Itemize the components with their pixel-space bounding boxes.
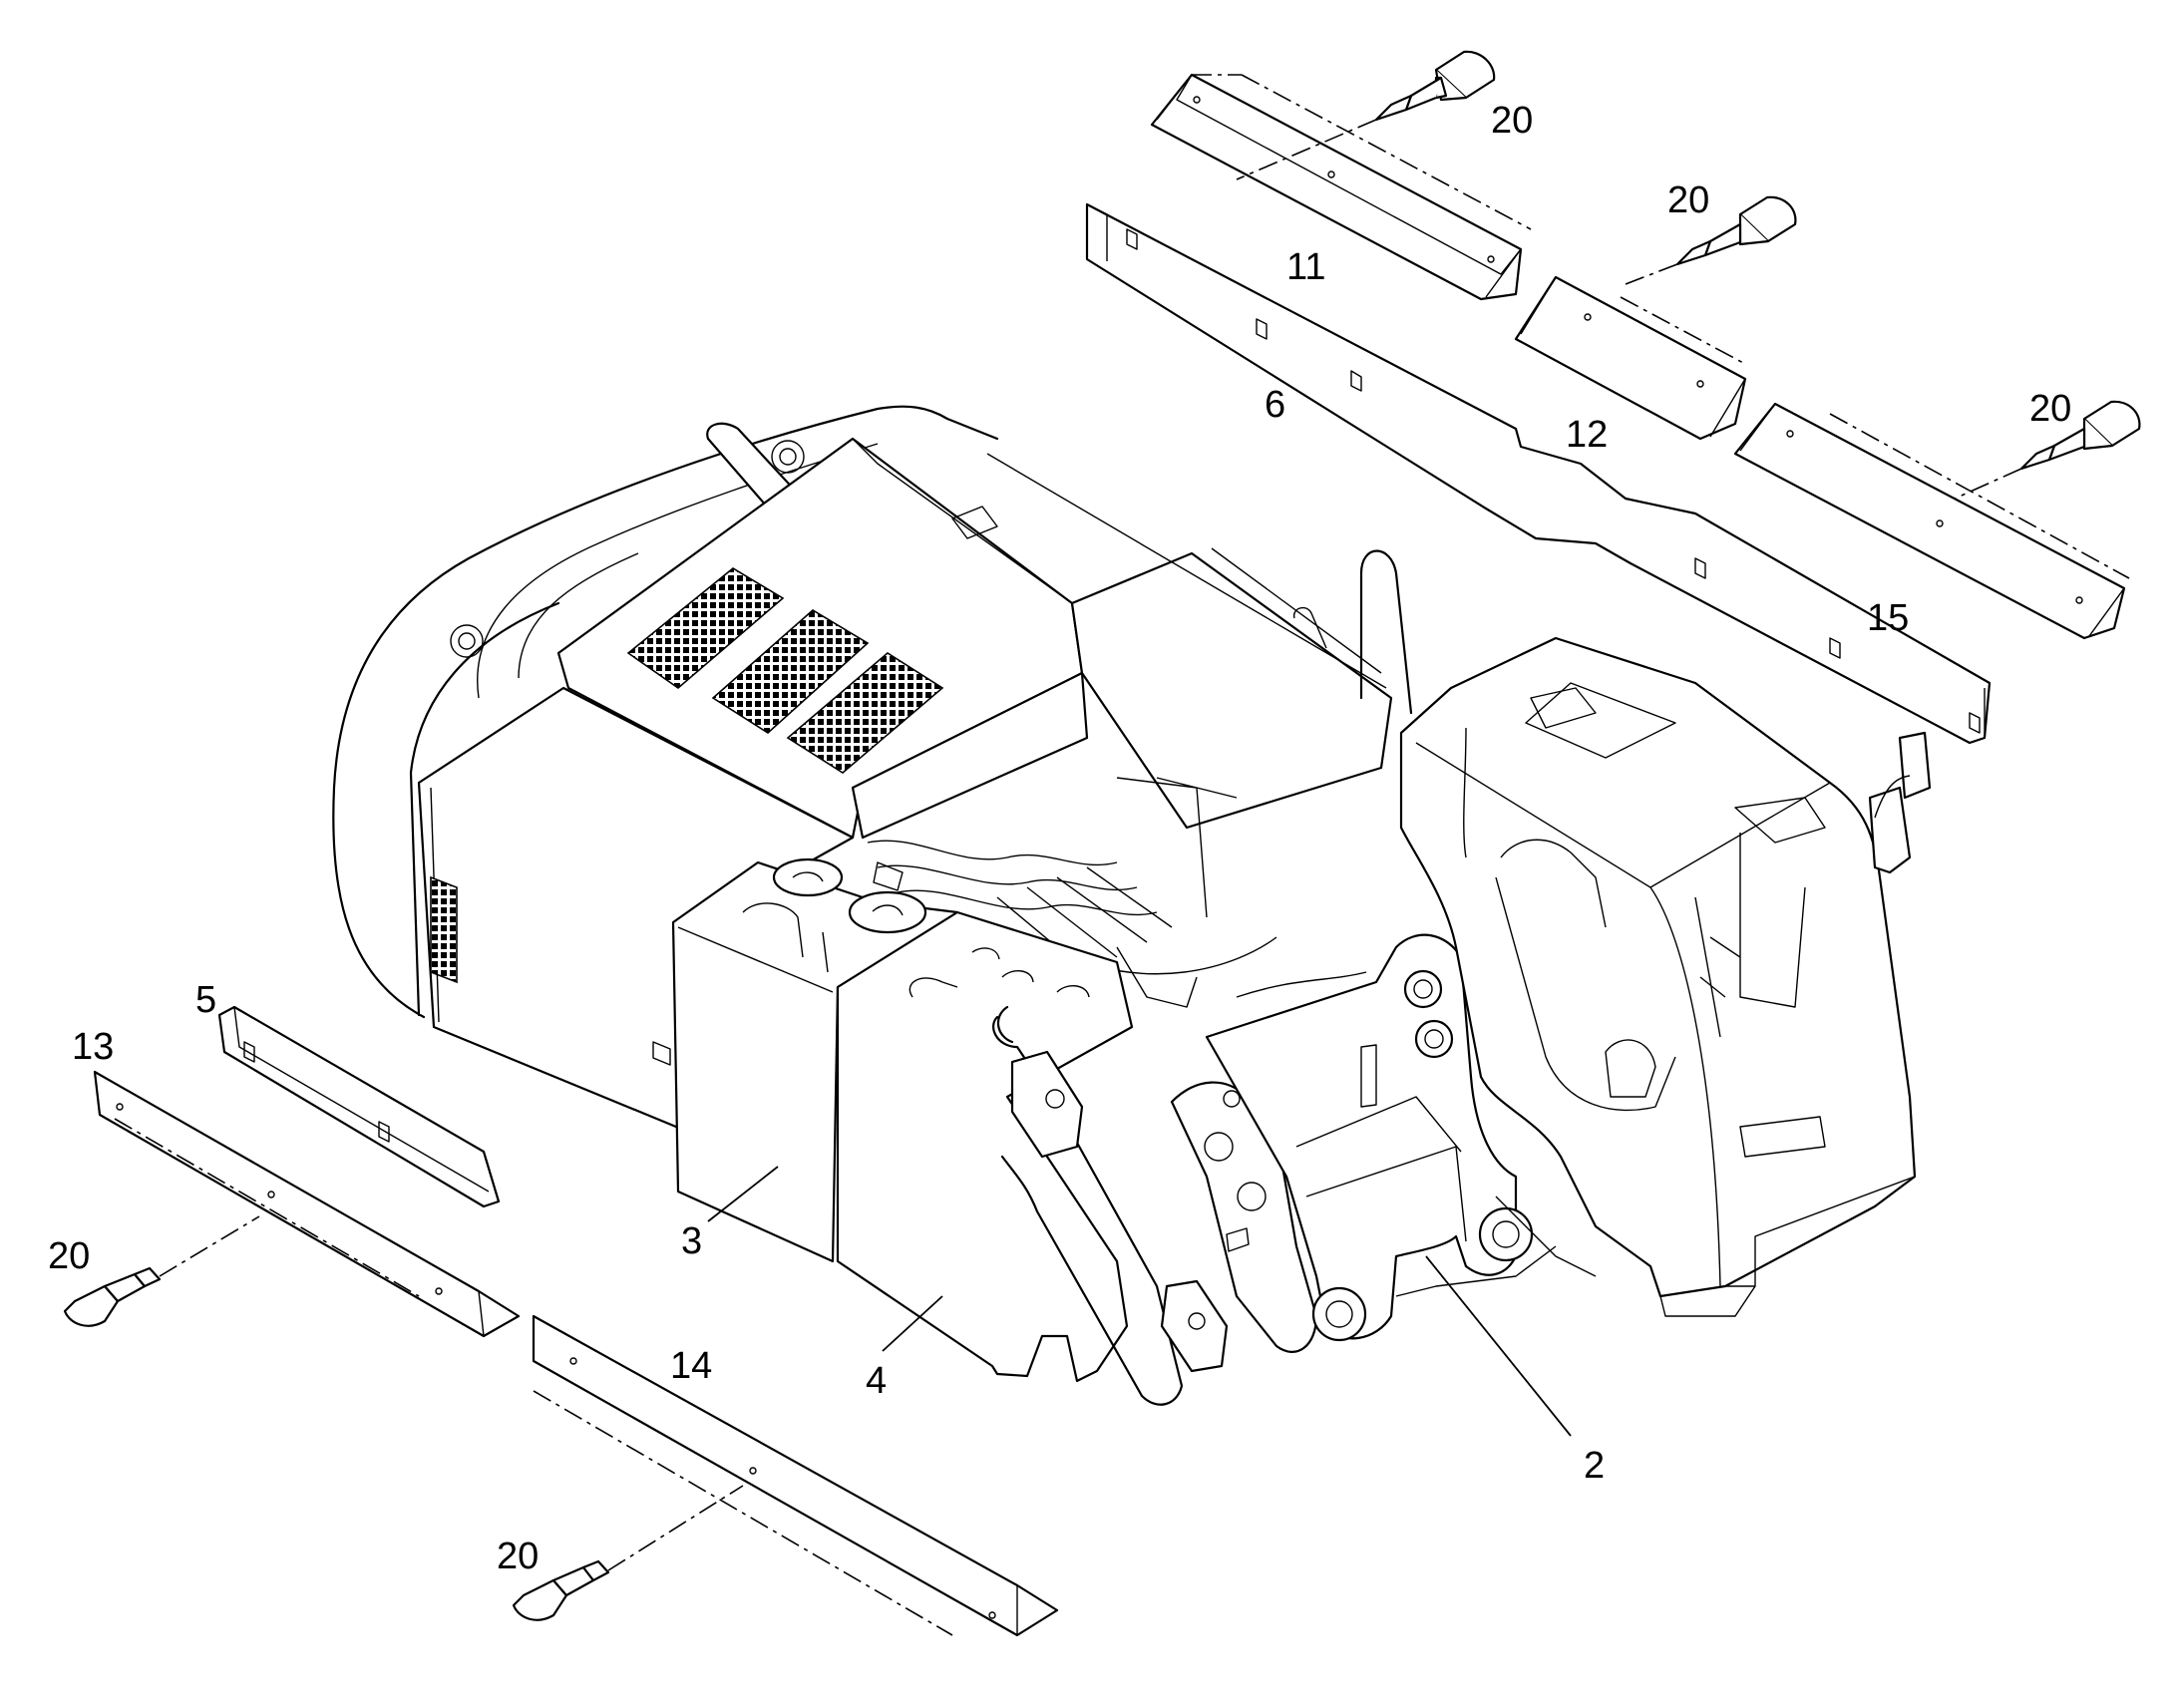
counterweight <box>332 405 999 1019</box>
callout-12: 12 <box>1566 414 1608 456</box>
callout-20: 20 <box>48 1235 90 1277</box>
angle-14 <box>532 1314 1059 1637</box>
bolt-icon <box>1954 400 2141 500</box>
upper-structure <box>332 405 1932 1406</box>
operator-cab <box>1399 636 1917 1298</box>
callout-20: 20 <box>1491 100 1533 142</box>
angle-11 <box>1150 73 1523 301</box>
callout-20: 20 <box>497 1536 539 1577</box>
callout-15: 15 <box>1867 597 1909 639</box>
bolt-icon <box>512 1485 744 1621</box>
grab-handle <box>1359 549 1413 715</box>
hydraulic-tank-4 <box>836 910 1134 1383</box>
handrail <box>992 1005 1184 1406</box>
callout-4: 4 <box>866 1360 887 1402</box>
exhaust-pipe <box>706 422 800 515</box>
boom-foot <box>1170 1081 1318 1353</box>
angle-12 <box>1514 275 1747 441</box>
bolt-icon <box>63 1215 260 1327</box>
callout-3: 3 <box>681 1220 702 1262</box>
callout-20: 20 <box>1667 179 1709 221</box>
bolt-icon <box>1236 50 1496 180</box>
callout-13: 13 <box>72 1026 114 1068</box>
callout-11: 11 <box>1286 246 1325 288</box>
callout-5: 5 <box>195 979 216 1021</box>
callout-6: 6 <box>1265 384 1285 426</box>
bolts-20 <box>63 50 2141 1621</box>
callout-14: 14 <box>670 1345 712 1387</box>
lower-parts <box>93 1005 1059 1637</box>
hydraulic-valves <box>867 777 1238 973</box>
top-parts <box>1085 73 2130 745</box>
bolt-icon <box>1625 195 1797 285</box>
callout-labels: 20 20 20 20 20 11 6 12 15 5 13 14 3 4 2 <box>48 100 2071 1577</box>
callout-2: 2 <box>1584 1445 1605 1487</box>
callout-20: 20 <box>2029 388 2071 430</box>
angle-15 <box>1733 402 2126 640</box>
mirror <box>1868 786 1912 874</box>
angle-13 <box>93 1070 521 1338</box>
